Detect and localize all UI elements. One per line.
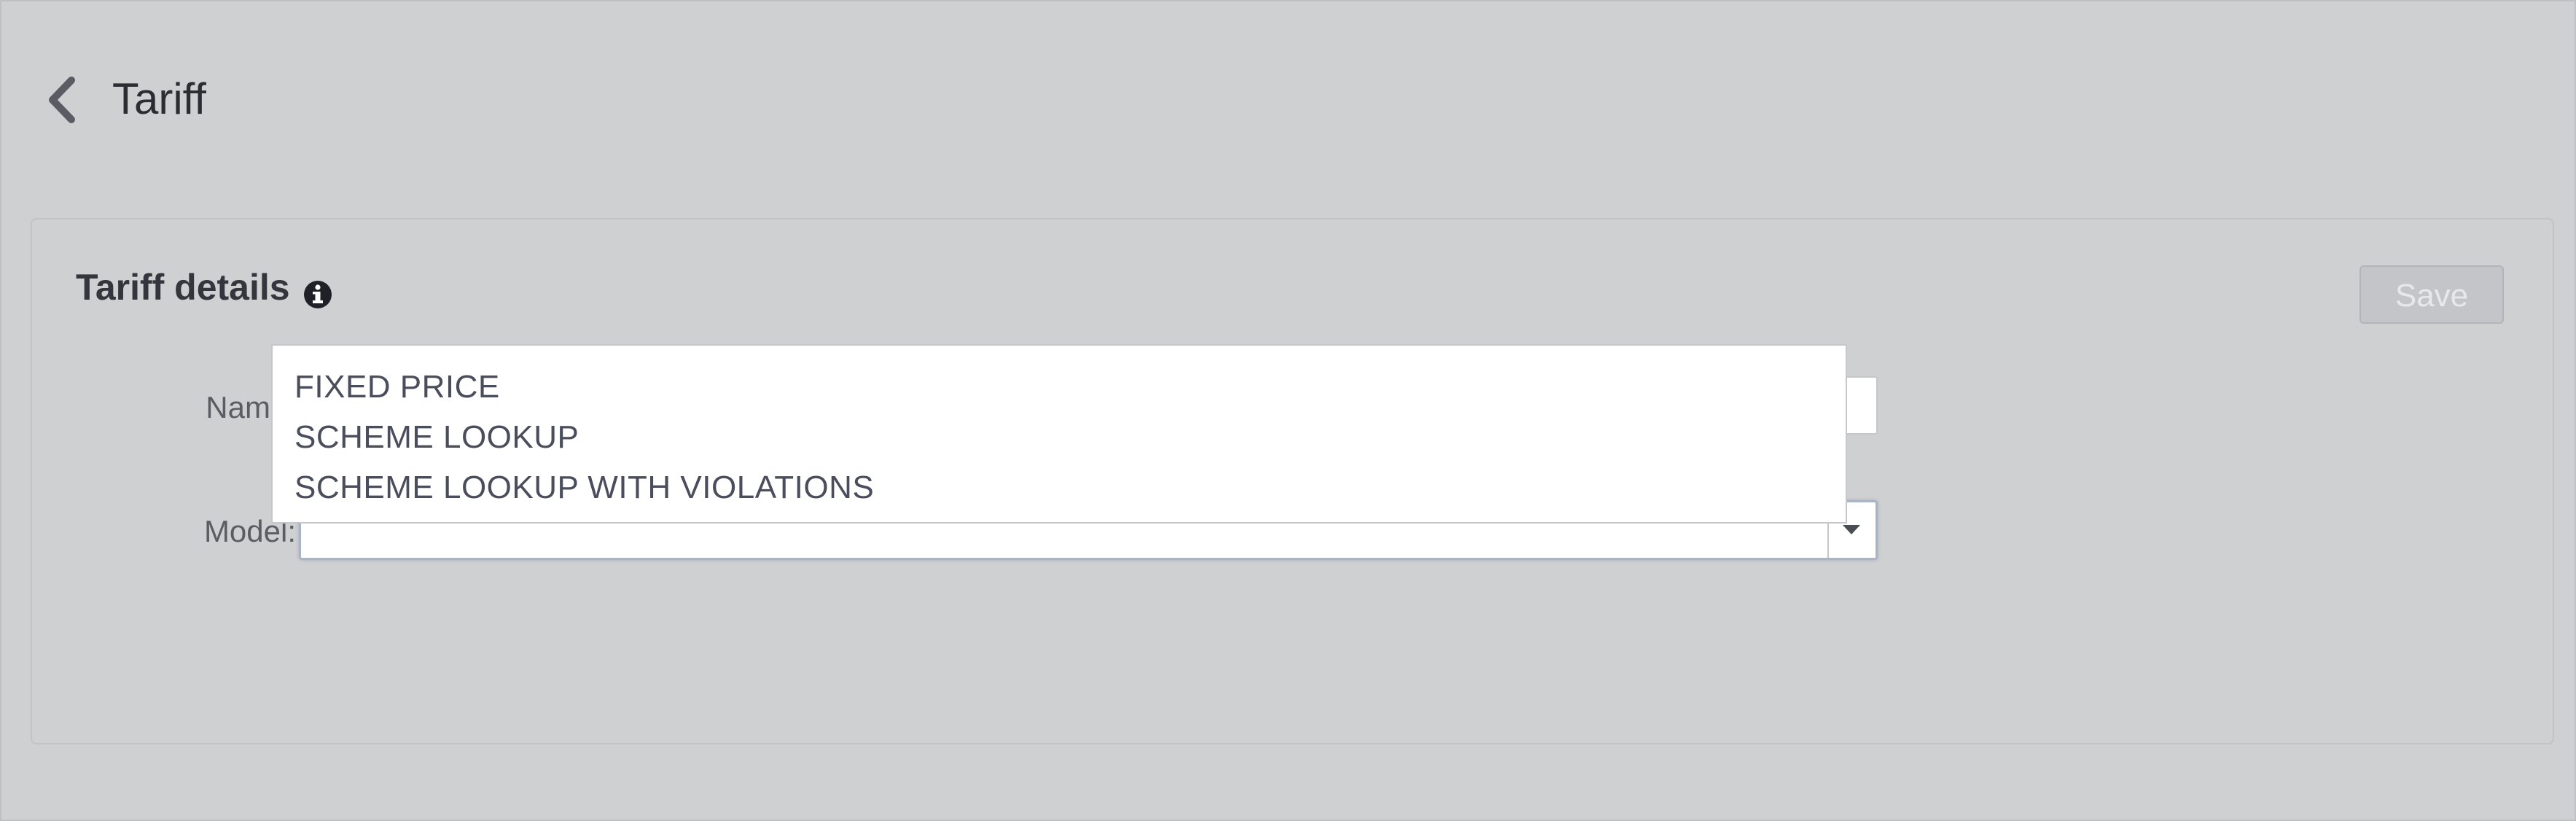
model-option-scheme-lookup-with-violations[interactable]: SCHEME LOOKUP WITH VIOLATIONS xyxy=(294,470,875,505)
save-button[interactable]: Save xyxy=(2360,265,2504,324)
model-option-fixed-price[interactable]: FIXED PRICE xyxy=(294,369,500,405)
info-icon[interactable] xyxy=(303,273,332,308)
model-dropdown-list: FIXED PRICE SCHEME LOOKUP SCHEME LOOKUP … xyxy=(271,344,1847,524)
model-option-scheme-lookup[interactable]: SCHEME LOOKUP xyxy=(294,419,579,455)
page-title: Tariff xyxy=(112,74,206,123)
back-button[interactable] xyxy=(44,74,80,125)
chevron-left-icon xyxy=(49,77,75,123)
model-dropdown-toggle[interactable] xyxy=(1827,502,1876,558)
caret-down-icon xyxy=(1843,525,1860,534)
model-label: Model: xyxy=(203,514,296,548)
name-label: Name: xyxy=(206,390,296,424)
panel-heading: Tariff details xyxy=(76,263,332,311)
panel-title: Tariff details xyxy=(76,267,290,308)
